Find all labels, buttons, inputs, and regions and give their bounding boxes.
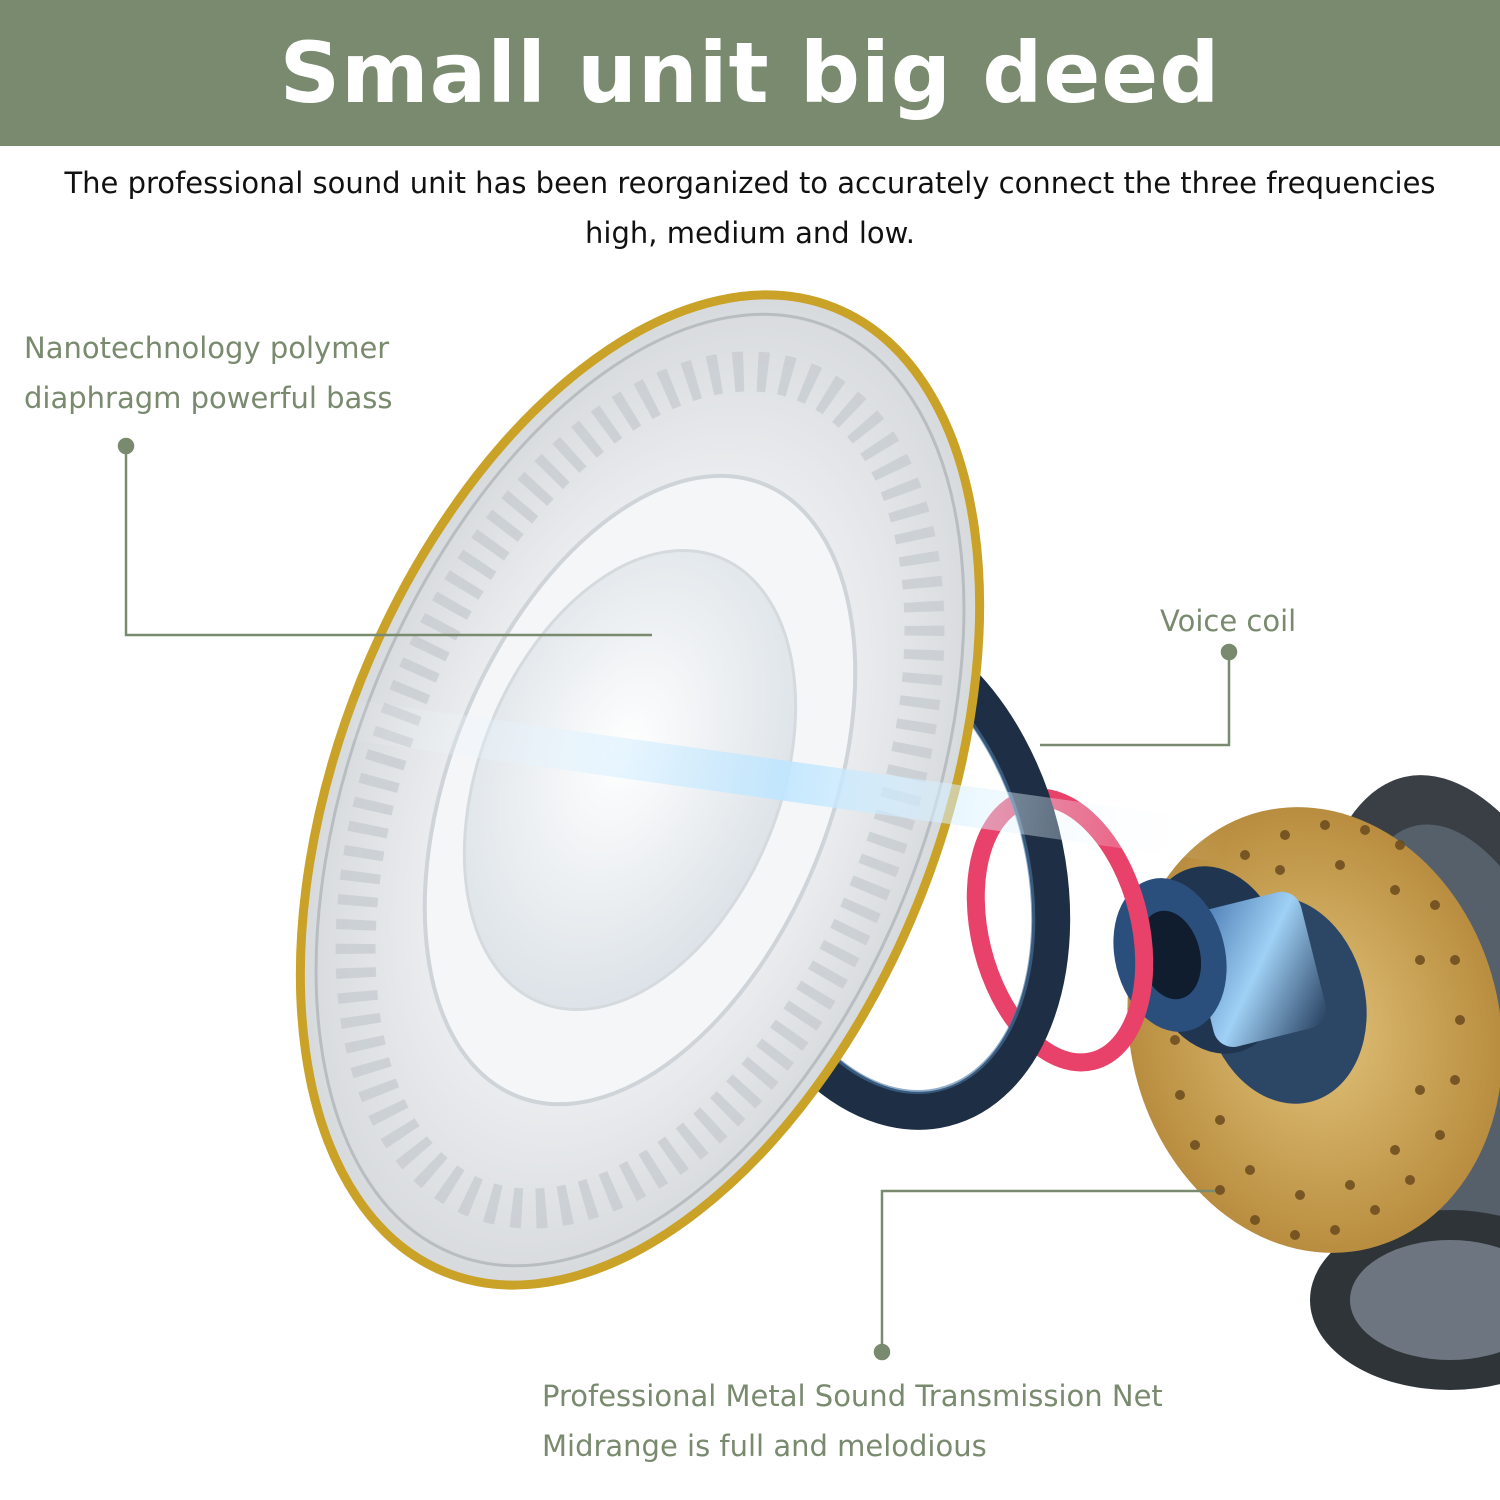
voice-coil-label: Voice coil — [1160, 596, 1460, 646]
diaphragm-label: Nanotechnology polymer diaphragm powerfu… — [24, 323, 464, 423]
metal-net-label-line2: Midrange is full and melodious — [542, 1429, 987, 1463]
diaphragm-label-line2: diaphragm powerful bass — [24, 381, 393, 415]
diaphragm-disc — [295, 290, 1229, 1290]
subtitle-text: The professional sound unit has been reo… — [64, 166, 1436, 250]
page-title: Small unit big deed — [279, 24, 1221, 122]
diaphragm-label-line1: Nanotechnology polymer — [24, 331, 390, 365]
title-banner: Small unit big deed — [0, 0, 1500, 146]
voice-coil-label-line1: Voice coil — [1160, 604, 1297, 638]
metal-net-label-line1: Professional Metal Sound Transmission Ne… — [542, 1379, 1163, 1413]
metal-net-label: Professional Metal Sound Transmission Ne… — [542, 1371, 1262, 1471]
callout-lines — [117, 437, 1238, 1361]
